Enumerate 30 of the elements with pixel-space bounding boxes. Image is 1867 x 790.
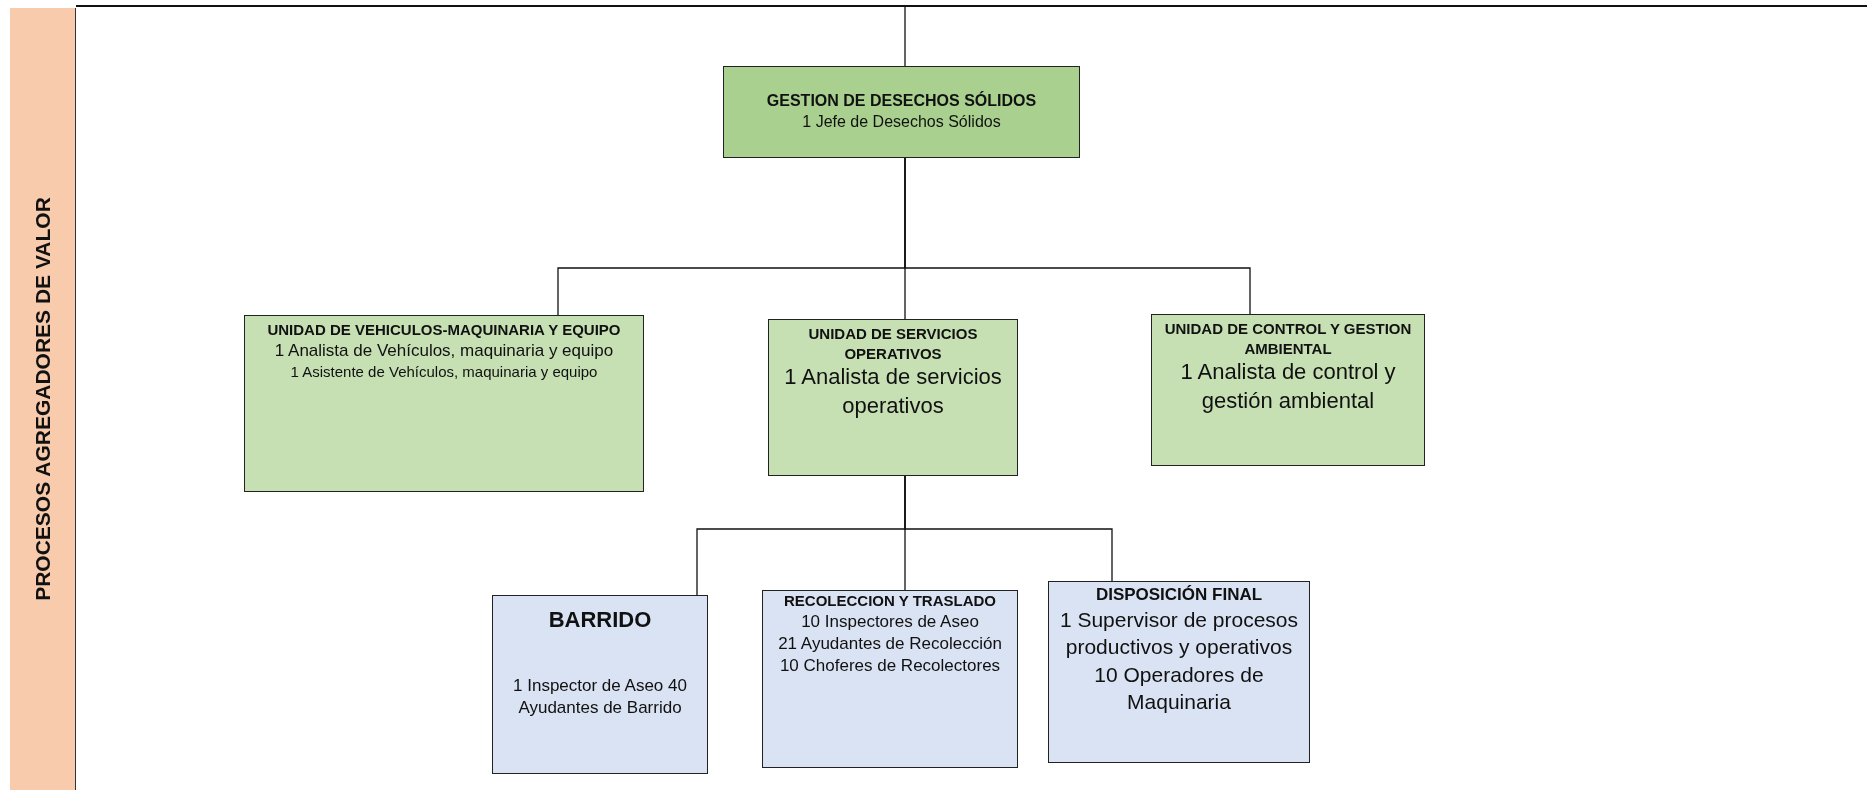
org-box: [1048, 581, 1310, 763]
unit-title: GESTION DE DESECHOS SÓLIDOS: [766, 91, 1037, 111]
staff-text: 1 Asistente de Vehículos, maquinaria y equipo: [290, 361, 598, 382]
org-box: [1151, 314, 1425, 466]
staff-text: 10 Operadores de Maquinaria: [1093, 661, 1265, 715]
org-box: [492, 595, 708, 774]
staff-text: 1 Inspector de Aseo 40 Ayudantes de Barrido: [512, 674, 688, 719]
staff-text: 1 Analista de Vehículos, maquinaria y equipo: [274, 339, 614, 362]
staff-text: 10 Choferes de Recolectores: [779, 654, 1001, 677]
connector-line: [904, 475, 1113, 582]
staff-text: 1 Analista de control y gestión ambiental: [1179, 358, 1397, 415]
band-title: PROCESOS AGREGADORES DE VALOR: [29, 197, 55, 601]
unit-title: RECOLECCION Y TRASLADO: [784, 591, 996, 611]
connector-line: [904, 6, 906, 67]
staff-text: 10 Inspectores de Aseo: [801, 610, 979, 633]
staff-text: 1 Analista de servicios operativos: [783, 363, 1003, 420]
staff-text: 21 Ayudantes de Recolección: [778, 632, 1002, 655]
unit-title: DISPOSICIÓN FINAL: [1095, 584, 1263, 606]
unit-title: UNIDAD DE VEHICULOS-MAQUINARIA Y EQUIPO: [267, 320, 621, 340]
org-box: [768, 319, 1018, 476]
unit-title: UNIDAD DE SERVICIOS OPERATIVOS: [807, 324, 979, 363]
org-box: [244, 315, 644, 492]
connector-line: [904, 157, 1251, 315]
staff-text: 1 Jefe de Desechos Sólidos: [802, 111, 1001, 132]
org-box: [762, 590, 1018, 768]
unit-title: UNIDAD DE CONTROL Y GESTION AMBIENTAL: [1163, 319, 1413, 358]
side-band: [10, 8, 76, 790]
staff-text: 1 Supervisor de procesos productivos y operativos: [1058, 607, 1300, 661]
org-box: [723, 66, 1080, 158]
unit-title: BARRIDO: [548, 606, 652, 634]
